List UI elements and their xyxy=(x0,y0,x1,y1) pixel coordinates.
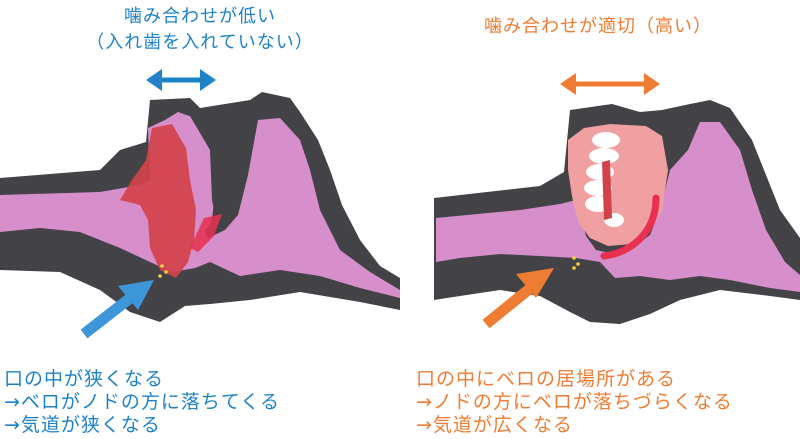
tongue-back-glow xyxy=(600,194,660,260)
caption-line: →気道が狭くなる xyxy=(4,414,161,436)
pointer-arrow-icon xyxy=(80,280,154,339)
low-bite-head-illustration xyxy=(0,69,400,339)
low-bite-subtitle: （入れ歯を入れていない） xyxy=(86,32,314,53)
tongue xyxy=(120,124,196,278)
double-arrow-icon xyxy=(560,73,660,95)
airway-open-marks xyxy=(572,256,580,270)
low-bite-panel: 噛み合わせが低い （入れ歯を入れていない） 口の中が狭くなる →ベロがノドの方に… xyxy=(0,6,400,437)
tongue xyxy=(602,160,612,220)
caption-line: →ベロがノドの方に落ちてくる xyxy=(4,391,280,413)
double-arrow-icon xyxy=(146,69,216,91)
tongue-back-glow xyxy=(190,214,222,252)
caption-line: →気道が広くなる xyxy=(416,414,573,436)
proper-bite-head-illustration xyxy=(434,73,800,329)
proper-bite-title: 噛み合わせが適切（高い） xyxy=(484,16,712,37)
caption-line: →ノドの方にベロが落ちづらくなる xyxy=(416,391,733,413)
pointer-arrow-icon xyxy=(482,268,554,329)
palate-gap xyxy=(190,112,250,222)
low-bite-caption: 口の中が狭くなる →ベロがノドの方に落ちてくる →気道が狭くなる xyxy=(4,368,280,437)
proper-bite-caption: 口の中にベロの居場所がある →ノドの方にベロが落ちづらくなる →気道が広くなる xyxy=(416,368,733,437)
airway-tissue xyxy=(0,112,400,298)
airway-narrowing-marks xyxy=(158,264,168,278)
caption-line: 口の中にベロの居場所がある xyxy=(416,368,677,390)
caption-line: 口の中が狭くなる xyxy=(4,368,165,390)
proper-bite-panel: 噛み合わせが適切（高い） xyxy=(400,0,800,439)
low-bite-title: 噛み合わせが低い xyxy=(124,6,276,27)
airway-tissue xyxy=(436,122,800,292)
